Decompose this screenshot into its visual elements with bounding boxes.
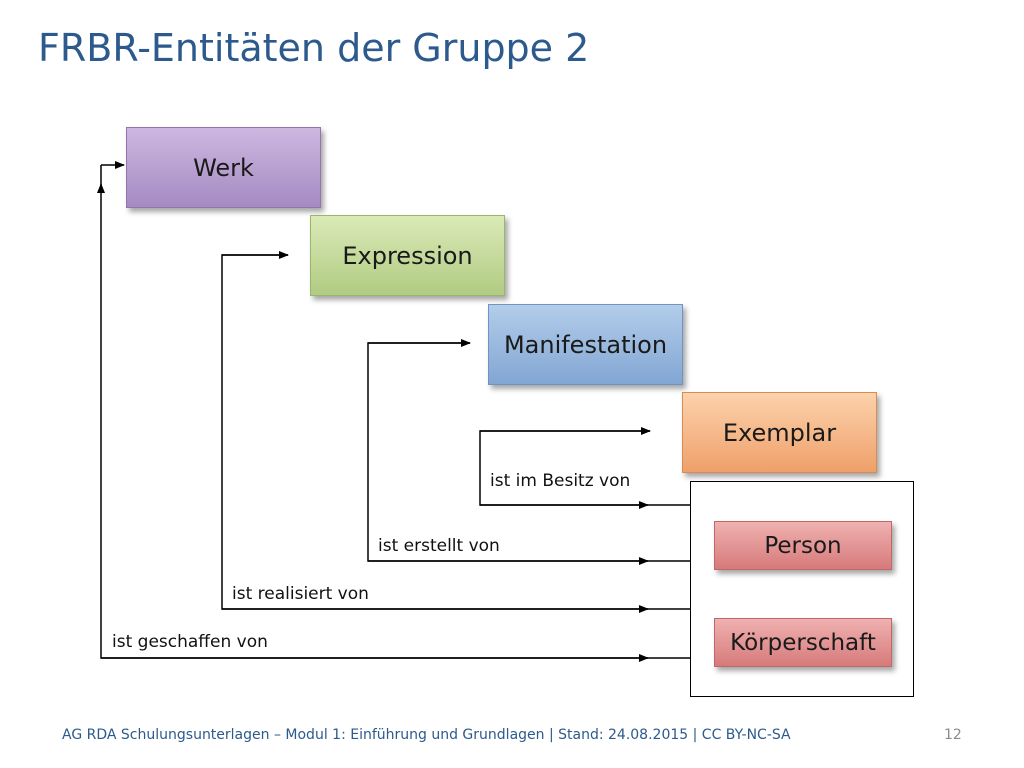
relation-label-geschaffen: ist geschaffen von [112,632,268,652]
entity-manifestation-label: Manifestation [503,330,668,359]
entity-koerperschaft: Körperschaft [714,618,892,667]
relation-label-besitz: ist im Besitz von [490,471,631,491]
slide-footer: AG RDA Schulungsunterlagen – Modul 1: Ei… [62,727,791,743]
entity-person: Person [714,521,892,570]
connector-besitz [479,430,690,506]
entity-koerperschaft-label: Körperschaft [730,629,876,656]
relation-label-erstellt: ist erstellt von [378,536,500,556]
entity-person-label: Person [764,532,842,559]
entity-expression: Expression [310,215,505,296]
slide-title: FRBR-Entitäten der Gruppe 2 [38,26,590,70]
entity-manifestation: Manifestation [488,304,683,385]
entity-exemplar-label: Exemplar [722,418,837,447]
entity-werk-label: Werk [193,153,254,182]
page-number: 12 [944,727,962,743]
entity-exemplar: Exemplar [682,392,877,473]
entity-werk: Werk [126,127,321,208]
relation-label-realisiert: ist realisiert von [232,584,369,604]
group2-frame [690,481,914,697]
entity-expression-label: Expression [342,241,473,270]
